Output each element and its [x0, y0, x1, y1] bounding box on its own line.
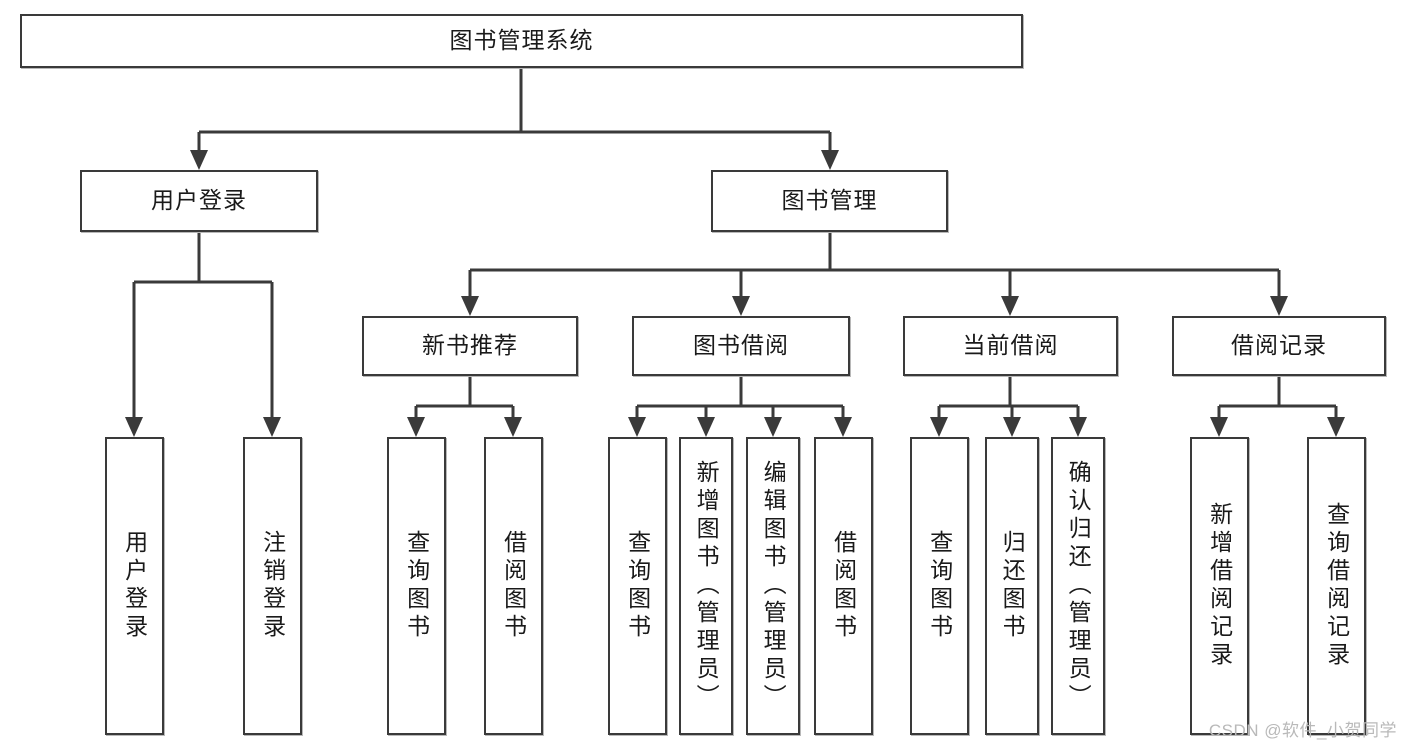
arrow-head-icon	[504, 417, 522, 437]
node-label: 查询借阅记录	[1323, 502, 1350, 670]
node-level2-1[interactable]: 图书管理	[711, 170, 948, 232]
arrow-head-icon	[1327, 417, 1345, 437]
node-label: 图书管理系统	[449, 27, 594, 54]
arrow-head-icon	[1069, 417, 1087, 437]
arrow-head-icon	[407, 417, 425, 437]
node-label: 图书管理	[781, 187, 878, 214]
node-label: 借阅图书	[830, 530, 857, 642]
node-label: 注销登录	[259, 530, 286, 642]
node-label: 新书推荐	[422, 332, 518, 359]
arrow-head-icon	[821, 150, 839, 170]
node-leaf-10[interactable]: 确认归还（管理员）	[1051, 437, 1105, 735]
node-label: 编辑图书（管理员）	[760, 460, 787, 712]
node-label: 借阅图书	[500, 530, 527, 642]
node-label: 查询图书	[624, 530, 651, 642]
node-leaf-8[interactable]: 查询图书	[910, 437, 969, 735]
node-leaf-11[interactable]: 新增借阅记录	[1190, 437, 1249, 735]
node-leaf-2[interactable]: 查询图书	[387, 437, 446, 735]
node-label: 用户登录	[151, 187, 247, 214]
node-leaf-3[interactable]: 借阅图书	[484, 437, 543, 735]
node-leaf-6[interactable]: 编辑图书（管理员）	[746, 437, 800, 735]
node-leaf-0[interactable]: 用户登录	[105, 437, 164, 735]
arrow-head-icon	[125, 417, 143, 437]
node-label: 新增借阅记录	[1206, 502, 1233, 670]
arrow-head-icon	[834, 417, 852, 437]
arrow-head-icon	[1001, 296, 1019, 316]
node-leaf-9[interactable]: 归还图书	[985, 437, 1039, 735]
node-level3-0[interactable]: 新书推荐	[362, 316, 578, 376]
node-root-图书管理系统[interactable]: 图书管理系统	[20, 14, 1023, 68]
node-level2-0[interactable]: 用户登录	[80, 170, 318, 232]
node-leaf-1[interactable]: 注销登录	[243, 437, 302, 735]
node-label: 当前借阅	[962, 332, 1059, 359]
node-label: 归还图书	[999, 530, 1026, 642]
node-label: 图书借阅	[693, 332, 789, 359]
node-label: 新增图书（管理员）	[693, 460, 720, 712]
node-level3-3[interactable]: 借阅记录	[1172, 316, 1386, 376]
node-level3-1[interactable]: 图书借阅	[632, 316, 850, 376]
node-label: 查询图书	[403, 530, 430, 642]
arrow-head-icon	[628, 417, 646, 437]
node-level3-2[interactable]: 当前借阅	[903, 316, 1118, 376]
arrow-head-icon	[1210, 417, 1228, 437]
node-leaf-4[interactable]: 查询图书	[608, 437, 667, 735]
node-label: 借阅记录	[1231, 332, 1327, 359]
arrow-head-icon	[1270, 296, 1288, 316]
node-leaf-12[interactable]: 查询借阅记录	[1307, 437, 1366, 735]
node-leaf-5[interactable]: 新增图书（管理员）	[679, 437, 733, 735]
arrow-head-icon	[263, 417, 281, 437]
arrow-head-icon	[930, 417, 948, 437]
node-leaf-7[interactable]: 借阅图书	[814, 437, 873, 735]
arrow-head-icon	[1003, 417, 1021, 437]
arrow-head-icon	[732, 296, 750, 316]
arrow-head-icon	[764, 417, 782, 437]
node-label: 查询图书	[926, 530, 953, 642]
arrow-head-icon	[190, 150, 208, 170]
node-label: 确认归还（管理员）	[1065, 460, 1092, 712]
node-label: 用户登录	[121, 530, 148, 642]
arrow-head-icon	[697, 417, 715, 437]
arrow-head-icon	[461, 296, 479, 316]
